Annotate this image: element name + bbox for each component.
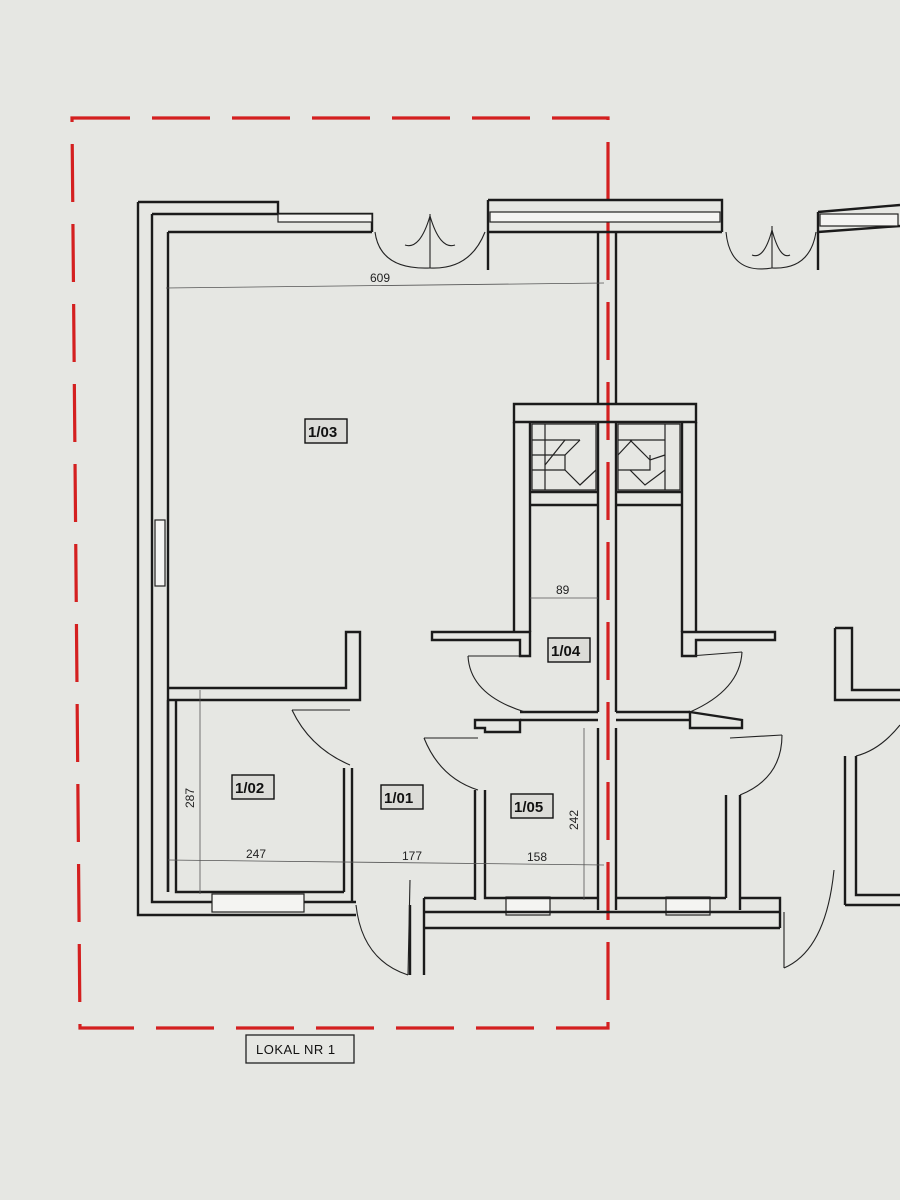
dimension-609: 609 (370, 271, 390, 285)
svg-text:1/01: 1/01 (384, 790, 413, 807)
svg-text:1/02: 1/02 (235, 780, 264, 797)
dimension-lines (165, 282, 605, 900)
svg-text:1/05: 1/05 (514, 799, 543, 816)
dimension-247: 247 (246, 847, 266, 861)
room-label-1-04: 1/04 (547, 637, 591, 663)
windows (154, 211, 899, 916)
stairs (531, 423, 681, 491)
unit-caption: LOKAL NR 1 (245, 1034, 355, 1064)
dimension-158: 158 (527, 850, 547, 864)
svg-text:1/04: 1/04 (551, 643, 581, 660)
unit-caption-text: LOKAL NR 1 (256, 1042, 336, 1057)
dimension-labels: 609 89 287 247 177 158 242 (183, 271, 581, 864)
room-label-1-03: 1/03 (304, 418, 348, 444)
svg-text:1/03: 1/03 (308, 424, 337, 441)
room-label-1-02: 1/02 (231, 774, 275, 800)
dimension-287: 287 (183, 788, 197, 808)
room-label-1-05: 1/05 (510, 793, 554, 819)
room-labels: 1/03 1/02 1/01 1/04 1/05 (231, 418, 591, 819)
room-label-1-01: 1/01 (380, 784, 424, 810)
dimension-242: 242 (567, 810, 581, 830)
exterior-walls (136, 198, 900, 917)
doors (291, 214, 900, 976)
interior-walls (166, 232, 900, 975)
dimension-177: 177 (402, 849, 422, 863)
dimension-89: 89 (556, 583, 570, 597)
unit-boundary (70, 116, 610, 1030)
